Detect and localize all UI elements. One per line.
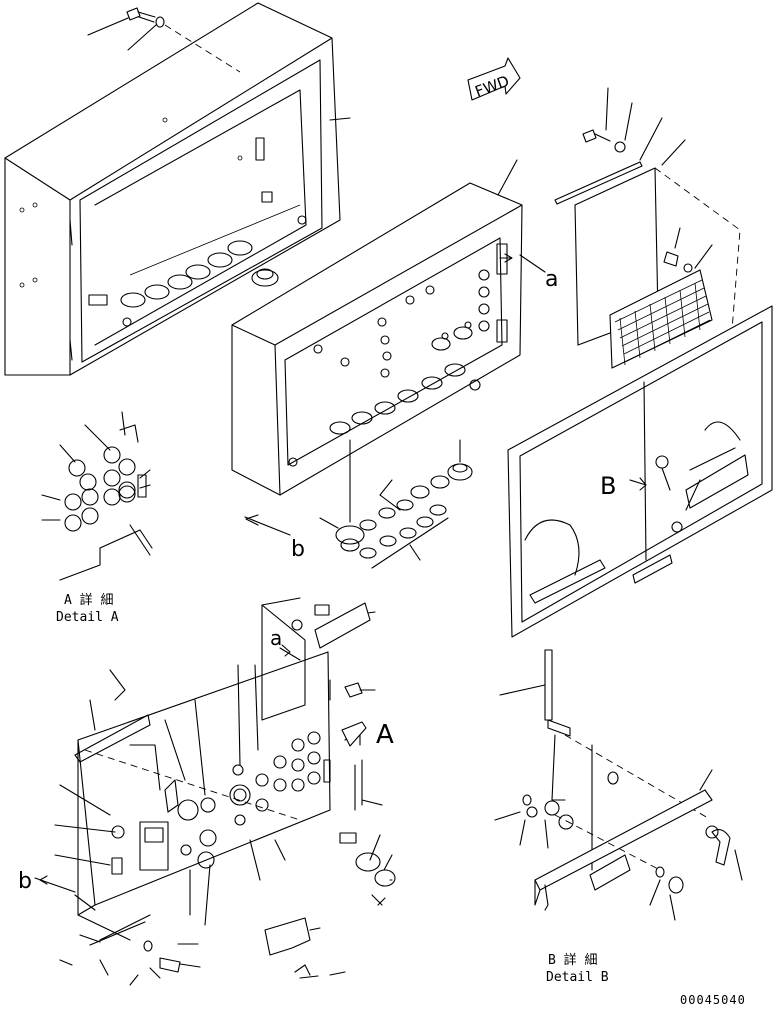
callout-a-lower: a xyxy=(270,626,282,650)
inner-panel-holes xyxy=(329,326,473,435)
panel-switch-cluster xyxy=(273,731,331,792)
detail-a-jp-label: A 詳 細 xyxy=(64,592,113,608)
detail-a-en-label: Detail A xyxy=(56,610,119,625)
cabinet-knockout-holes xyxy=(120,240,253,308)
panel-bottom-bolts xyxy=(59,940,201,986)
control-panel-plate xyxy=(74,597,331,946)
callout-b-upper: b xyxy=(291,537,305,562)
detail-A-illustration xyxy=(41,411,153,581)
top-bolt xyxy=(87,7,241,73)
view-B-label: B xyxy=(600,472,616,500)
callout-b-lower: b xyxy=(18,869,32,894)
document-pocket-net xyxy=(609,269,713,369)
view-A-label: A xyxy=(376,720,394,750)
inner-panel-box: a b xyxy=(231,159,558,562)
detail-b-en-label: Detail B xyxy=(546,970,609,985)
drawing-number: 00045040 xyxy=(680,993,746,1007)
inner-panel-components xyxy=(288,243,508,467)
callout-a-upper: a xyxy=(545,267,558,292)
outer-cabinet-box xyxy=(4,2,341,376)
detail-B-illustration xyxy=(494,649,743,921)
cover-bolts xyxy=(582,87,741,356)
panel-leader-lines: b a A xyxy=(18,611,394,943)
grommet-set xyxy=(319,439,473,569)
panel-small-parts xyxy=(264,602,396,979)
door-panel: B xyxy=(507,305,773,638)
fwd-arrow: FWD xyxy=(467,57,521,101)
detail-b-jp-label: B 詳 細 xyxy=(548,952,597,968)
